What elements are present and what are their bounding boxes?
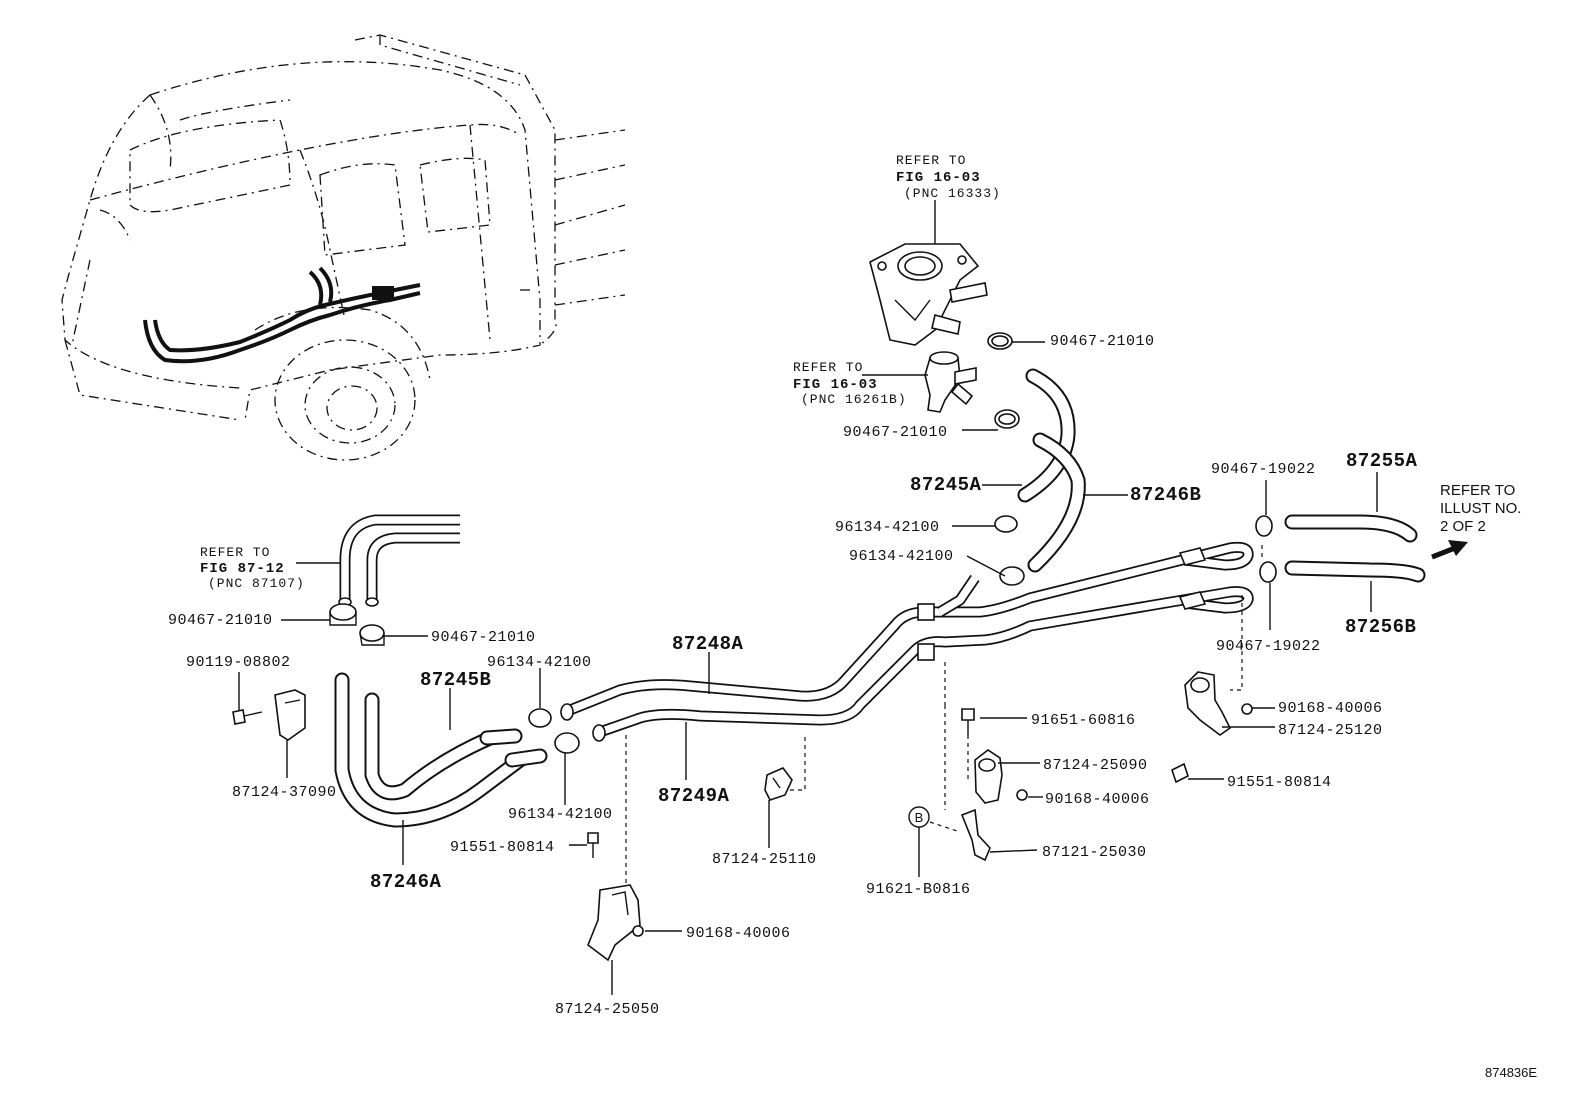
- clamp-87124-25110-shape: [764, 767, 793, 801]
- clamp-90467-19022-a-shape: [1255, 515, 1273, 537]
- refer-heater-text: REFER TO FIG 87-12 (PNC 87107): [200, 545, 340, 591]
- water-union: [924, 351, 977, 413]
- label-87245A: 87245A: [910, 474, 982, 496]
- refer-line: FIG 87-12: [200, 561, 285, 577]
- clamp-96134-42100-a-shape: [994, 515, 1018, 533]
- bracket-87121-25030-shape: [960, 808, 991, 862]
- hose-stubs: [479, 728, 548, 768]
- refer-line: FIG 16-03: [896, 170, 981, 186]
- dashed-lines: [625, 545, 1263, 885]
- pipe-end-87249A: [592, 724, 606, 742]
- hose-87245A-shape: [1017, 368, 1076, 503]
- clamp-90467-21010-d-shape: [359, 624, 385, 646]
- label-87124-25090: 87124-25090: [1043, 757, 1148, 774]
- label-90467-21010-a: 90467-21010: [1050, 333, 1155, 350]
- pipe-end-87248A: [560, 703, 574, 721]
- label-90467-21010-b: 90467-21010: [843, 424, 948, 441]
- label-87256B: 87256B: [1345, 616, 1416, 638]
- label-87124-37090: 87124-37090: [232, 784, 337, 801]
- pipe-87248A-shape: [562, 541, 1254, 718]
- leader-lines: [238, 341, 1378, 995]
- clamp-90467-19022-b-shape: [1259, 561, 1277, 583]
- label-87246B: 87246B: [1130, 484, 1201, 506]
- clamp-96134-42100-b-shape: [999, 566, 1025, 586]
- label-87124-25120: 87124-25120: [1278, 722, 1383, 739]
- label-90467-19022-a: 90467-19022: [1211, 461, 1316, 478]
- clamp-87124-37090-shape: [274, 689, 306, 741]
- refer-line: (PNC 16261B): [801, 392, 907, 407]
- hose-87256B-shape: [1284, 560, 1426, 583]
- bracket-87124-25050-shape: [587, 884, 641, 962]
- label-87255A: 87255A: [1346, 450, 1418, 472]
- refer-line: REFER TO: [793, 360, 863, 375]
- pipe-87249A-shape: [595, 586, 1254, 739]
- refer-arrow: [1431, 540, 1468, 560]
- hose-87246A-shape: [334, 672, 528, 828]
- refer-line: 2 OF 2: [1440, 518, 1486, 535]
- label-90168-40006-c: 90168-40006: [1278, 700, 1383, 717]
- label-90467-19022-b: 90467-19022: [1216, 638, 1321, 655]
- refer-thermostat-text: REFER TO FIG 16-03 (PNC 16333): [896, 153, 1001, 244]
- thermostat-housing: [869, 243, 988, 346]
- label-90119-08802: 90119-08802: [186, 654, 291, 671]
- callout-b: B: [908, 806, 930, 877]
- label-91621-B0816: 91621-B0816: [866, 881, 971, 898]
- label-90168-40006-b: 90168-40006: [1045, 791, 1150, 808]
- heater-pipes: [338, 514, 460, 607]
- clamp-96134-42100-c-shape: [528, 708, 552, 728]
- refer-line: REFER TO: [1440, 482, 1515, 499]
- bolt-90119-08802-shape: [232, 709, 263, 725]
- label-90467-21010-c: 90467-21010: [168, 612, 273, 629]
- refer-line: ILLUST NO.: [1440, 500, 1521, 517]
- refer-illust-text: REFER TO ILLUST NO. 2 OF 2: [1440, 482, 1521, 535]
- pipe-branch: [937, 574, 980, 617]
- refer-line: (PNC 87107): [208, 576, 305, 591]
- clamp-90467-21010-a-shape: [987, 332, 1013, 350]
- refer-line: REFER TO: [200, 545, 270, 560]
- label-96134-42100-a: 96134-42100: [835, 519, 940, 536]
- bolt-91551-80814-a-shape: [587, 832, 599, 858]
- label-87121-25030: 87121-25030: [1042, 844, 1147, 861]
- clamp-87124-25090-shape: [974, 749, 1003, 804]
- label-96134-42100-d: 96134-42100: [508, 806, 613, 823]
- bolt-91651-60816-shape: [961, 708, 975, 735]
- label-90467-21010-d: 90467-21010: [431, 629, 536, 646]
- label-87245B: 87245B: [420, 669, 491, 691]
- label-96134-42100-c: 96134-42100: [487, 654, 592, 671]
- refer-line: FIG 16-03: [793, 377, 878, 393]
- refer-line: (PNC 16333): [904, 186, 1001, 201]
- label-91551-80814-b: 91551-80814: [1227, 774, 1332, 791]
- refer-line: REFER TO: [896, 153, 966, 168]
- refer-union-text: REFER TO FIG 16-03 (PNC 16261B): [793, 360, 928, 407]
- bolt-91551-80814-b-shape: [1171, 762, 1189, 784]
- figure-code: 874836E: [1485, 1065, 1537, 1080]
- part-labels: 90467-21010 90467-21010 87245A 87246B 96…: [168, 333, 1537, 1080]
- label-96134-42100-b: 96134-42100: [849, 548, 954, 565]
- clamp-96134-42100-d-shape: [554, 732, 580, 754]
- label-90168-40006-a: 90168-40006: [686, 925, 791, 942]
- hose-87245B-shape: [364, 692, 498, 801]
- label-87248A: 87248A: [672, 633, 744, 655]
- hose-87246B-shape: [1027, 432, 1086, 573]
- label-87246A: 87246A: [370, 871, 442, 893]
- hose-87255A-shape: [1284, 514, 1418, 543]
- label-91551-80814-a: 91551-80814: [450, 839, 555, 856]
- truck-illustration: [61, 34, 626, 461]
- pipe-joints: [917, 547, 1207, 661]
- label-87124-25050: 87124-25050: [555, 1001, 660, 1018]
- screw-90168-40006-a-shape: [632, 925, 644, 937]
- label-87249A: 87249A: [658, 785, 730, 807]
- truck-heater-pipe: [143, 266, 421, 364]
- clamp-90467-21010-b-shape: [994, 409, 1020, 429]
- label-87124-25110: 87124-25110: [712, 851, 817, 868]
- clamp-90467-21010-c-shape: [329, 603, 357, 626]
- screw-90168-40006-b-shape: [1016, 789, 1028, 801]
- clamp-87124-25120-shape: [1184, 671, 1232, 736]
- callout-b-letter: B: [915, 810, 924, 825]
- screw-90168-40006-c-shape: [1241, 703, 1253, 715]
- label-91651-60816: 91651-60816: [1031, 712, 1136, 729]
